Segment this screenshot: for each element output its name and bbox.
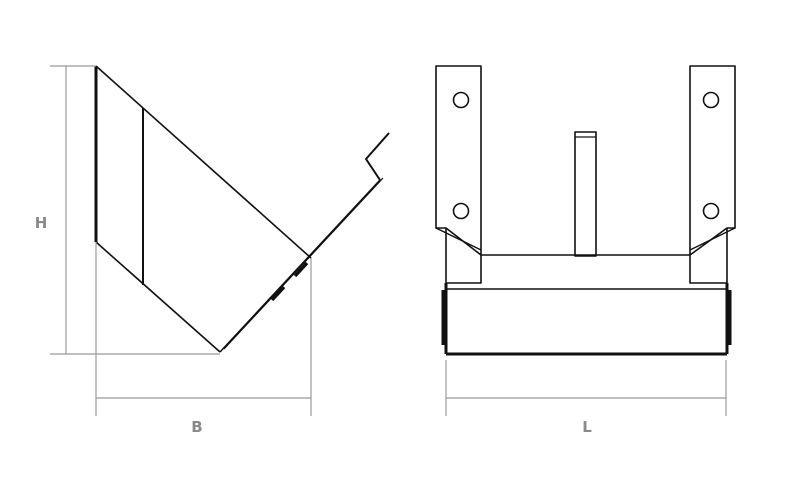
right-bracket-hole-bottom: [702, 202, 720, 220]
body-left-step: [446, 255, 482, 284]
side-view-hook: [365, 132, 390, 181]
side-view-dimensions: [50, 65, 312, 416]
front-view-dimensions: [445, 360, 727, 416]
side-view-lower-diagonal: [95, 241, 221, 353]
right-bracket-plate: [689, 65, 736, 256]
width-label: B: [191, 418, 202, 436]
side-view: [94, 65, 390, 353]
right-bracket-fold: [689, 227, 736, 251]
left-bracket-plate: [435, 65, 482, 256]
left-bracket-hole-bottom: [452, 202, 470, 220]
side-view-front-diagonal-inner: [223, 177, 384, 350]
left-bracket-fold: [435, 227, 482, 251]
side-view-tab-mark-2: [293, 261, 309, 278]
center-pin: [574, 131, 597, 257]
height-label: H: [35, 214, 48, 232]
body-right-step: [689, 255, 727, 284]
right-bracket-hole-top: [702, 91, 720, 109]
front-view: [435, 65, 736, 356]
side-view-front-diagonal: [219, 179, 381, 353]
side-view-upper-diagonal: [95, 65, 312, 259]
left-bracket-hole-top: [452, 91, 470, 109]
length-label: L: [582, 418, 592, 436]
side-view-tab-mark-1: [270, 285, 286, 302]
